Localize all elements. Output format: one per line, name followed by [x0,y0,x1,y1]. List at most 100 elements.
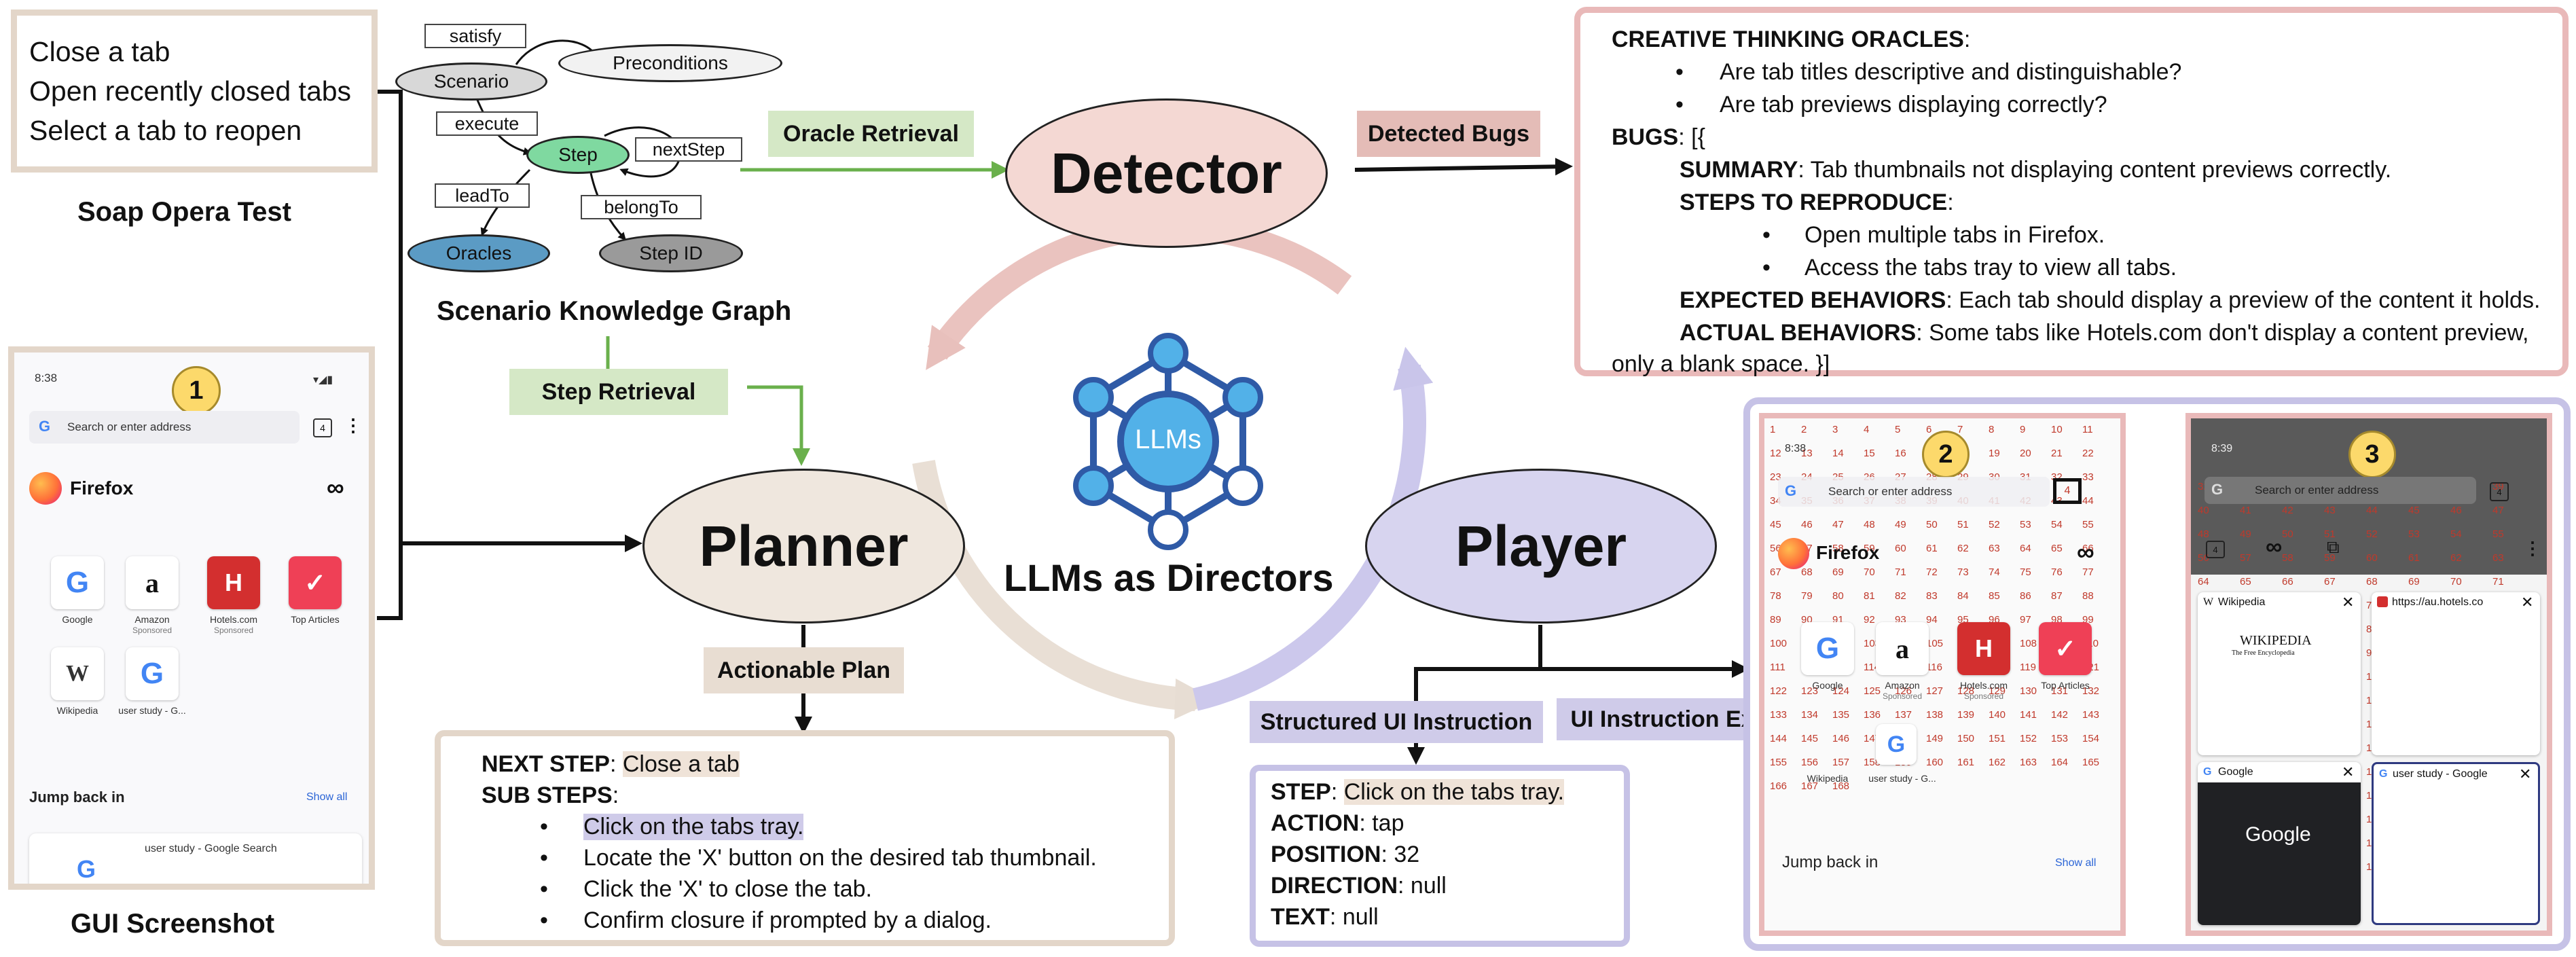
phone1-jump-back: Jump back in [29,789,125,806]
screen3-mark-50: 50 [2282,528,2293,540]
screen2-mark-59: 59 [1864,543,1875,554]
phone1-search-bar[interactable]: G Search or enter address [29,411,300,444]
screen3-search-bar[interactable]: G Search or enter address [2205,477,2476,504]
screen2-firefox-logo-icon [1778,538,1809,569]
repro-step1-bullet: • [1762,222,1771,248]
screen2-tile-google-label: Google [1812,680,1843,691]
screen2-show-all[interactable]: Show all [2055,857,2097,869]
screen3-private-tabs-icon[interactable]: ∞ [2266,534,2283,560]
screen2-mark-5: 5 [1895,424,1901,435]
screen3-menu-icon[interactable]: ⋮ [2524,538,2541,558]
tile-user-study-icon[interactable]: G [126,647,179,700]
screen3-tab-card-user-study[interactable]: G user study - Google ✕ [2372,762,2540,925]
screen3-mark-68: 68 [2366,576,2378,588]
detector-node: Detector [1005,98,1328,248]
screen2-mark-58: 58 [1832,543,1844,554]
tile-hotels-icon[interactable]: H [207,556,260,609]
screen2-tile-amazon-label: Amazon [1885,680,1920,691]
actual-line: ACTUAL BEHAVIORS: Some tabs like Hotels.… [1680,320,2529,346]
screen2-mark-127: 127 [1926,685,1944,697]
sub-step1-bullet: • [540,814,548,839]
screen2-mark-155: 155 [1770,757,1788,768]
phone1-google-icon: G [39,418,51,435]
screen2-mark-50: 50 [1926,519,1938,530]
screen2-mark-150: 150 [1957,733,1975,744]
screen2-mark-72: 72 [1926,566,1938,578]
screen3-close-hotels-icon[interactable]: ✕ [2521,594,2534,611]
screen2-mark-167: 167 [1801,780,1819,792]
screen2-mark-65: 65 [2051,543,2063,554]
screen3-tab-card-wikipedia[interactable]: W Wikipedia ✕ WIKIPEDIA The Free Encyclo… [2198,592,2361,755]
screen2-private-icon[interactable]: ∞ [2077,538,2094,566]
screen3-mark-51: 51 [2324,528,2336,540]
kg-node-scenario: Scenario [395,62,547,101]
screen3-mark-55: 55 [2492,528,2504,540]
screen3-synced-tabs-icon[interactable]: ⧉ [2327,537,2340,557]
screen2-tile-pocket-label: Top Articles [2041,680,2090,691]
screen2-search-bar[interactable]: G Search or enter address [1778,477,2050,507]
firefox-logo-icon [29,472,62,505]
screen2-mark-4: 4 [1864,424,1870,435]
screen2-tile-user-study-icon[interactable]: G [1876,724,1917,765]
screen2-mark-64: 64 [2020,543,2031,554]
screen3-google-icon: G [2211,481,2224,498]
sub-step3-bullet: • [540,876,548,902]
screen3-mark-42: 42 [2282,505,2293,516]
instr-step-value: Click on the tabs tray. [1343,779,1565,805]
screen2-tile-pocket-icon[interactable]: ✓ [2039,622,2092,675]
tile-pocket-icon[interactable]: ✓ [289,556,342,609]
screen3-tab-title-user-study: user study - Google [2393,768,2488,780]
screen2-mark-88: 88 [2082,590,2094,602]
tile-amazon-icon[interactable]: a [126,556,179,609]
screen2-mark-74: 74 [1989,566,2000,578]
sub-step3: Click the 'X' to close the tab. [583,876,872,902]
screen3-phone: 3233343536373839404142434445464748495051… [2185,413,2552,936]
screen2-mark-71: 71 [1895,566,1906,578]
screen3-close-google-icon[interactable]: ✕ [2342,763,2355,780]
llms-network-icon [1073,333,1263,550]
next-step-line: NEXT STEP: Close a tab [482,751,740,777]
kg-edge-label-nextstep: nextStep [635,137,742,162]
screen3-tab-counter[interactable]: 4 [2490,482,2509,501]
screen2-tile-google-icon[interactable]: G [1801,622,1854,675]
gui-to-planner-line [377,535,642,620]
screen2-mark-133: 133 [1770,709,1788,721]
phone1-menu-icon[interactable]: ⋮ [344,415,362,435]
kg-edge-label-belongto: belongTo [581,195,702,219]
screen2-mark-55: 55 [2082,519,2094,530]
screen3-tray-tab-count-icon[interactable]: 4 [2206,541,2225,558]
tile-wikipedia-icon[interactable]: W [51,647,104,700]
screen3-wiki-sub-text: The Free Encyclopedia [2232,649,2295,657]
screen3-search-placeholder: Search or enter address [2255,484,2379,496]
oracles-bugs-box: CREATIVE THINKING ORACLES: • Are tab tit… [1574,7,2569,377]
plan-box: NEXT STEP: Close a tab SUB STEPS: • Clic… [435,730,1175,946]
screen2-mark-45: 45 [1770,519,1781,530]
kg-edge-label-leadto: leadTo [435,183,530,208]
screen3-close-wikipedia-icon[interactable]: ✕ [2342,594,2355,611]
private-mode-icon[interactable]: ∞ [327,473,344,501]
screen2-mark-85: 85 [1989,590,2000,602]
phone1-tab-counter[interactable]: 4 [313,418,332,437]
screen3-tab-card-google[interactable]: G Google ✕ Google [2198,762,2361,925]
screen2-mark-8: 8 [1989,424,1995,435]
screen2-mark-131: 131 [2051,685,2069,697]
screen2-mark-168: 168 [1832,780,1850,792]
kg-caption: Scenario Knowledge Graph [437,296,792,326]
tile-amazon-sub: Sponsored [132,626,173,635]
phone1-show-all[interactable]: Show all [306,791,348,803]
tile-google-icon[interactable]: G [51,556,104,609]
screen2-mark-20: 20 [2020,448,2031,459]
screen2-mark-47: 47 [1832,519,1844,530]
phone1-card-title: user study - Google Search [145,843,277,854]
screen2-tab-counter-highlight[interactable]: 4 [2053,478,2082,504]
screen3-tab-title-google: Google [2218,766,2253,778]
screen3-tab-card-hotels[interactable]: https://au.hotels.co ✕ [2372,592,2540,755]
screen2-tile-amazon-icon[interactable]: a [1876,622,1929,675]
screen3-close-user-study-icon[interactable]: ✕ [2519,765,2532,782]
tile-wikipedia-label: Wikipedia [56,705,98,716]
screen3-mark-64: 64 [2198,576,2209,588]
screen2-mark-15: 15 [1864,448,1875,459]
screen2-mark-138: 138 [1926,709,1944,721]
screen2-tile-hotels-icon[interactable]: H [1957,622,2010,675]
phone1-recent-card[interactable]: user study - Google Search G [29,833,362,884]
